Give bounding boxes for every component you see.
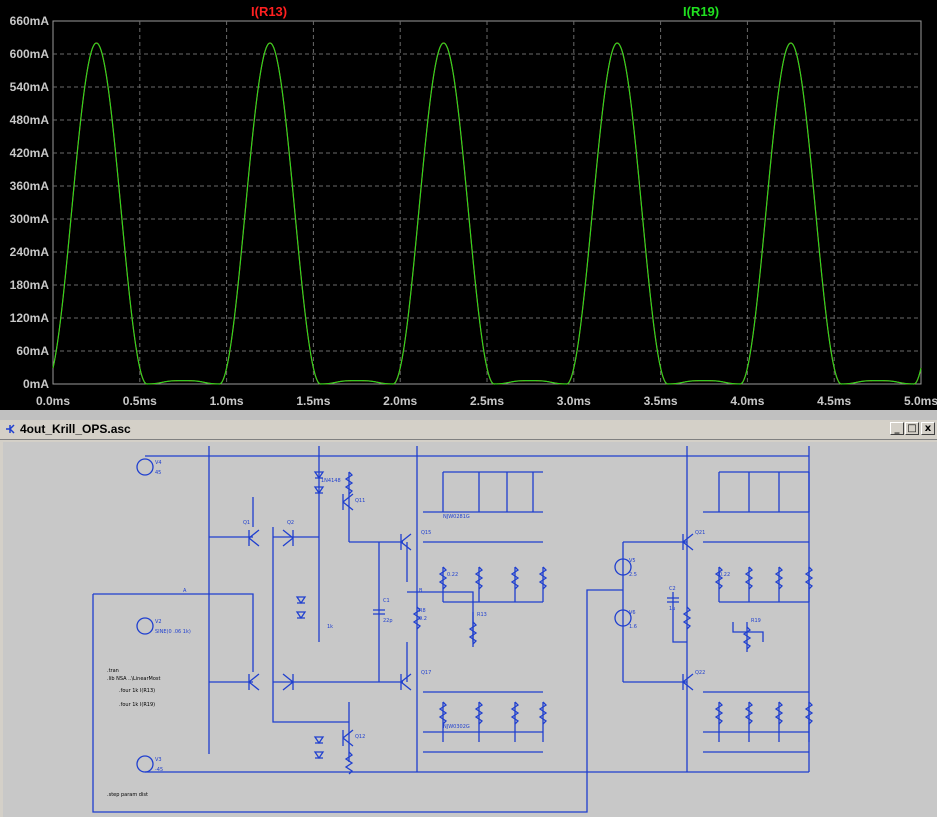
schematic-wires [92, 446, 810, 813]
label-r-val: 0.22 [447, 572, 458, 578]
directive-four-r13: .four 1k I(R13) [119, 688, 155, 694]
x-axis-ticks: 0.0ms 0.5ms 1.0ms 1.5ms 2.0ms 2.5ms 3.0ms 3.5ms… [36, 394, 937, 408]
label-r13: R13 [477, 612, 487, 618]
trace-label-r19[interactable]: I(R19) [683, 4, 719, 19]
x-tick-label: 2.0ms [383, 394, 417, 408]
y-tick-label: 600mA [10, 47, 50, 61]
x-tick-label: 5.0ms [904, 394, 937, 408]
waveform-plot-pane: 0mA 60mA 120mA 180mA 240mA 300mA 360mA 420mA 480… [0, 0, 937, 410]
maximize-button[interactable]: □ [905, 422, 919, 435]
schematic-document-icon [6, 424, 15, 434]
label-r-small: 1k [327, 624, 333, 630]
label-c1: C1 [383, 598, 390, 604]
directive-tran: .tran [107, 668, 119, 674]
label-q-pnp: NJW0302G [443, 724, 470, 730]
y-tick-label: 540mA [10, 80, 50, 94]
label-q21: Q21 [695, 530, 705, 536]
label-v3-value: -45 [155, 767, 163, 773]
label-q2: Q2 [287, 520, 294, 526]
label-v2: V2 [155, 619, 162, 625]
y-tick-label: 300mA [10, 212, 50, 226]
schematic-labels: V4 45 V2 SINE(0 .06 1k) V3 -45 .tran .li… [107, 460, 761, 798]
label-q11: Q11 [355, 498, 365, 504]
x-tick-label: 3.5ms [644, 394, 678, 408]
label-v6-value: 1.6 [629, 624, 637, 630]
label-r-val-right: 0.22 [719, 572, 730, 578]
x-tick-label: 2.5ms [470, 394, 504, 408]
close-button[interactable]: x [921, 422, 935, 435]
trace-group [52, 42, 922, 385]
y-tick-label: 120mA [10, 311, 50, 325]
y-axis-ticks: 0mA 60mA 120mA 180mA 240mA 300mA 360mA 420mA 480… [10, 14, 50, 391]
x-tick-label: 0.0ms [36, 394, 70, 408]
x-tick-label: 1.0ms [210, 394, 244, 408]
y-tick-label: 420mA [10, 146, 50, 160]
label-q22: Q22 [695, 670, 705, 676]
label-c1-value: 22p [383, 618, 393, 624]
y-tick-label: 240mA [10, 245, 50, 259]
y-tick-label: 360mA [10, 179, 50, 193]
y-tick-label: 180mA [10, 278, 50, 292]
label-q15: Q15 [421, 530, 431, 536]
label-v5: V5 [629, 558, 636, 564]
x-tick-label: 3.0ms [557, 394, 591, 408]
label-v5-value: 2.5 [629, 572, 637, 578]
label-q1: Q1 [243, 520, 250, 526]
trace-ir19 [52, 42, 922, 385]
label-v4-value: 45 [155, 470, 161, 476]
label-c2-value: 1u [669, 606, 675, 612]
y-tick-label: 0mA [23, 377, 49, 391]
schematic-window-title: 4out_Krill_OPS.asc [20, 422, 131, 436]
plot-grid [52, 20, 922, 385]
label-r8: R8 [419, 608, 426, 614]
node-label-a: A [183, 588, 187, 594]
schematic-window[interactable]: 4out_Krill_OPS.asc _ □ x [0, 420, 937, 817]
x-tick-label: 4.5ms [817, 394, 851, 408]
directive-step: .step param dist [107, 792, 148, 798]
schematic-titlebar[interactable]: 4out_Krill_OPS.asc _ □ x [0, 420, 937, 440]
schematic-drawing[interactable]: V4 45 V2 SINE(0 .06 1k) V3 -45 .tran .li… [3, 442, 937, 817]
label-v6: V6 [629, 610, 636, 616]
node-label-b: B [419, 588, 423, 594]
directive-four-r19: .four 1k I(R19) [119, 702, 155, 708]
label-q-npn: NJW0281G [443, 514, 470, 520]
directive-lib: .lib NSA ..\LinearMost [107, 676, 161, 682]
label-diode: 1N4148 [321, 478, 341, 484]
x-tick-label: 4.0ms [730, 394, 764, 408]
label-q12: Q12 [355, 734, 365, 740]
schematic-components[interactable] [136, 458, 814, 775]
y-tick-label: 480mA [10, 113, 50, 127]
label-v4: V4 [155, 460, 162, 466]
y-tick-label: 660mA [10, 14, 50, 28]
label-v2-value: SINE(0 .06 1k) [155, 629, 191, 635]
label-q17: Q17 [421, 670, 431, 676]
minimize-button[interactable]: _ [890, 422, 904, 435]
trace-label-r13[interactable]: I(R13) [251, 4, 287, 19]
label-r8-value: 9.2 [419, 616, 427, 622]
label-v3: V3 [155, 757, 162, 763]
x-tick-label: 0.5ms [123, 394, 157, 408]
schematic-canvas[interactable]: V4 45 V2 SINE(0 .06 1k) V3 -45 .tran .li… [3, 442, 937, 817]
y-tick-label: 60mA [16, 344, 49, 358]
waveform-plot: 0mA 60mA 120mA 180mA 240mA 300mA 360mA 420mA 480… [10, 4, 937, 408]
label-r19: R19 [751, 618, 761, 624]
label-c2: C2 [669, 586, 676, 592]
x-tick-label: 1.5ms [296, 394, 330, 408]
